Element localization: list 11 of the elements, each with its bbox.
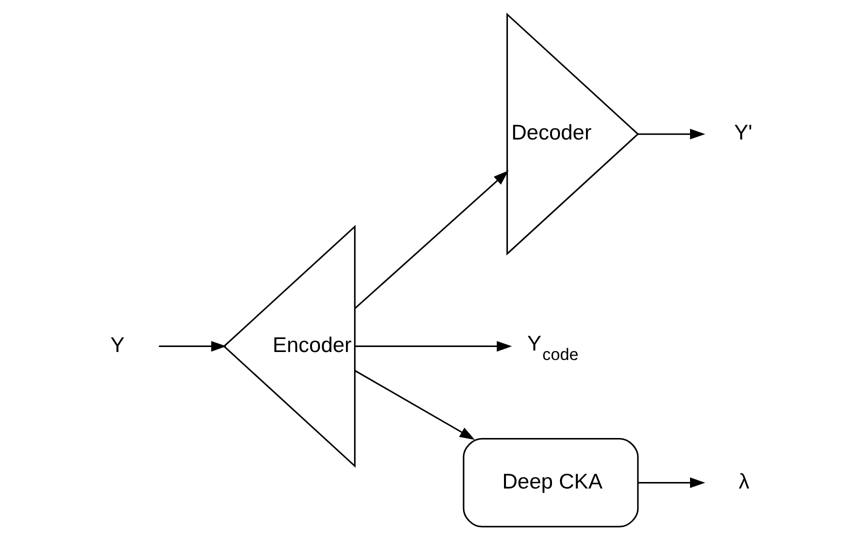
node-text: Y' — [734, 122, 752, 145]
arrow — [638, 477, 706, 488]
node-text: λ — [738, 470, 750, 494]
arrow — [158, 340, 226, 352]
arrow — [355, 340, 512, 352]
arrow — [354, 170, 509, 309]
node-text: Y$_{code}$ — [527, 332, 579, 364]
arrow — [638, 128, 706, 140]
node-box: Deep CKA — [462, 438, 639, 528]
node-text: Y — [110, 334, 125, 357]
arrow — [354, 370, 475, 440]
